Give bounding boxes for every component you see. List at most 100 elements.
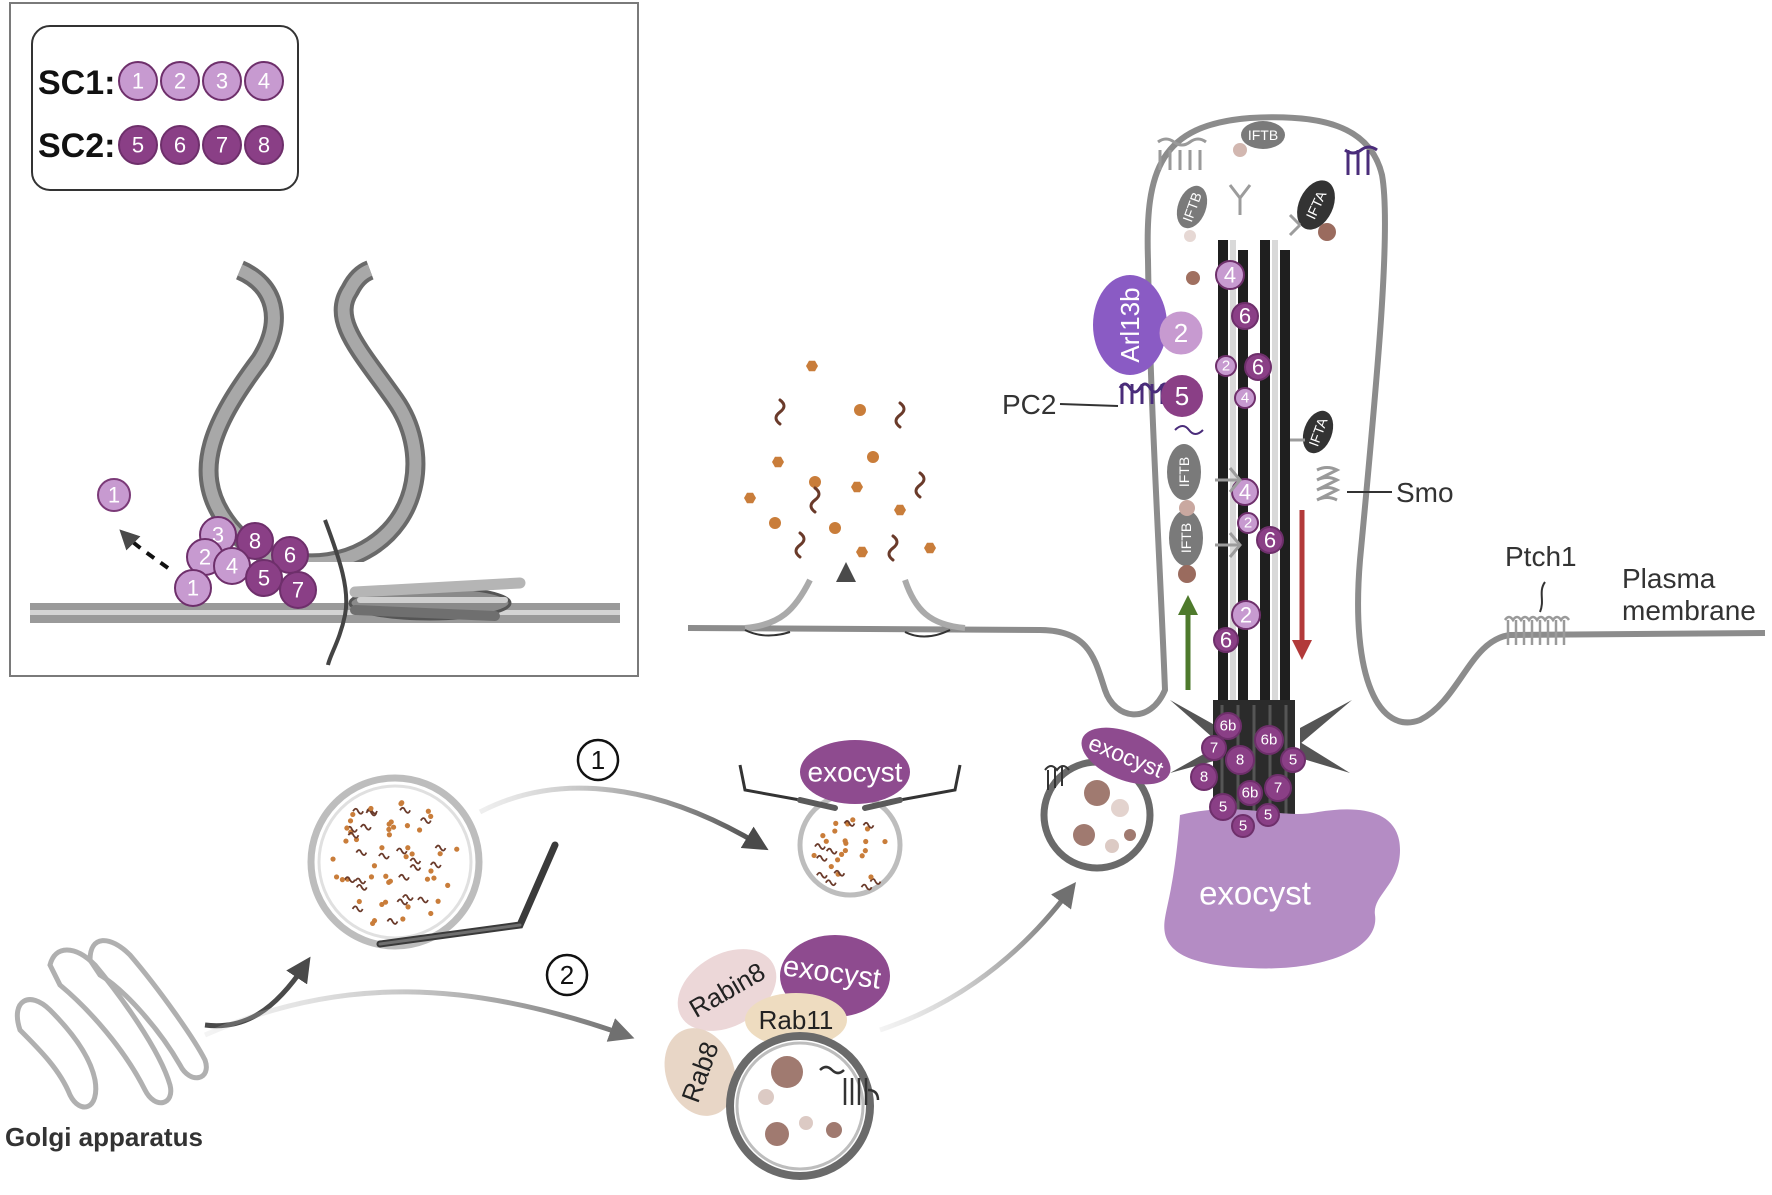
svg-text:7: 7 [292,578,304,603]
docking-vesicle-route1: exocyst [738,740,962,898]
legend-subunit-3: 3 [202,61,242,101]
arl13b-complex: Arl13b 2 [1093,275,1203,375]
legend-subunit-6: 6 [160,125,200,165]
pc2-partner-subunit: 5 [1175,381,1189,411]
legend-sc2-label: SC2: [38,127,115,165]
ptch1-receptor: Ptch1 [1503,541,1577,645]
golgi-label: Golgi apparatus [5,1122,203,1152]
svg-text:1: 1 [132,69,144,94]
svg-text:6: 6 [1239,304,1251,329]
svg-text:IFTB: IFTB [1248,127,1278,143]
svg-text:4: 4 [1239,480,1251,505]
base-subunit-2: 8 [1225,745,1255,775]
axoneme-subunit-3: 6 [1244,353,1272,381]
tip-receptors [1157,137,1378,175]
rab-vesicle-complex: exocyst Rabin8 Rab11 Rab8 [664,935,890,1180]
svg-text:IFTB: IFTB [1176,457,1192,487]
route2-to-cilium-arrow [879,882,1077,1033]
smo-label: Smo [1396,477,1454,508]
svg-text:2: 2 [174,69,186,94]
secretory-vesicle [307,774,559,950]
axoneme-subunit-1: 6 [1231,302,1259,330]
svg-text:8: 8 [1236,752,1244,769]
inset-subunit-4: 4 [213,547,251,585]
rab11-label: Rab11 [759,1005,834,1035]
svg-text:7: 7 [1210,740,1218,757]
svg-text:2: 2 [199,545,211,570]
axoneme-subunit-0: 4 [1215,260,1245,290]
axoneme-subunit-7: 6 [1256,526,1284,554]
svg-text:8: 8 [1200,769,1208,786]
svg-text:4: 4 [1224,263,1236,288]
svg-text:7: 7 [1274,780,1282,797]
svg-text:7: 7 [216,133,228,158]
plasma-membrane-and-cilium [687,114,1766,726]
svg-text:3: 3 [216,69,228,94]
svg-text:2: 2 [1244,515,1252,532]
svg-text:IFTB: IFTB [1178,523,1194,553]
axoneme-subunit-2: 2 [1215,355,1237,377]
axoneme-subunit-6: 2 [1237,512,1259,534]
svg-text:8: 8 [258,133,270,158]
legend-sc2-subunits: 5 6 7 8 [118,125,284,165]
inset-subunit-1: 1 [174,569,212,607]
svg-text:6: 6 [174,133,186,158]
svg-text:6b: 6b [1220,718,1237,735]
pc2-label: PC2 [1002,389,1056,420]
plasma-membrane-label-line1: Plasma [1622,563,1716,594]
ifta-tip: IFTA [1297,180,1335,230]
svg-text:6b: 6b [1242,785,1259,802]
smo-receptor: Smo [1316,466,1454,508]
arl13b-label: Arl13b [1115,287,1145,362]
legend-subunit-7: 7 [202,125,242,165]
iftb-tip-1: IFTB [1241,121,1285,149]
plasma-membrane-label-line2: membrane [1622,595,1756,626]
base-subunit-9: 5 [1256,803,1280,827]
pc2-complex: 5 PC2 [1002,375,1204,435]
base-subunit-8: 6b [1237,780,1263,806]
legend-sc1-label: SC1: [38,64,115,102]
svg-text:5: 5 [1289,752,1297,769]
subcomplex-legend: SC1: SC2: 1 2 3 4 5 6 7 8 [31,25,299,191]
svg-text:2: 2 [1240,603,1252,628]
legend-subunit-1: 1 [118,61,158,101]
base-subunit-10: 5 [1231,814,1255,838]
base-subunit-7: 5 [1209,793,1237,821]
iftb-mid: IFTB [1167,444,1201,500]
inset-released-subunit: 1 [97,478,170,570]
base-subunit-6: 7 [1264,774,1292,802]
svg-text:8: 8 [249,529,261,554]
inset-subunit-5: 5 [245,559,283,597]
golgi-apparatus [14,938,209,1110]
ciliary-base-exocyst: exocyst [1164,809,1400,969]
route1-arrow [478,785,769,851]
route1-exocyst-label: exocyst [808,757,903,788]
svg-text:5: 5 [132,133,144,158]
inset-snare-bundle [323,519,526,666]
legend-subunit-8: 8 [244,125,284,165]
svg-text:5: 5 [1219,799,1227,816]
svg-text:2: 2 [1222,358,1230,375]
released-subunit-label: 1 [108,483,120,508]
secretion-event [744,360,966,690]
legend-sc1-subunits: 1 2 3 4 [118,61,284,101]
svg-text:6: 6 [1264,528,1276,553]
docked-ciliary-vesicle: exocyst [1040,727,1171,872]
axoneme-subunit-5: 4 [1231,478,1259,506]
base-subunit-0: 6b [1214,712,1242,740]
svg-text:6: 6 [1220,628,1232,653]
axoneme-subunit-8: 2 [1231,600,1261,630]
route2-marker: 2 [545,953,589,997]
ifta-mid: IFTA [1302,410,1334,454]
svg-text:4: 4 [258,69,270,94]
svg-text:6: 6 [284,543,296,568]
axoneme-subunit-9: 6 [1213,627,1239,653]
base-subunit-3: 6b [1254,725,1284,755]
inset-subunit-8: 8 [236,522,274,560]
svg-text:4: 4 [226,554,238,579]
